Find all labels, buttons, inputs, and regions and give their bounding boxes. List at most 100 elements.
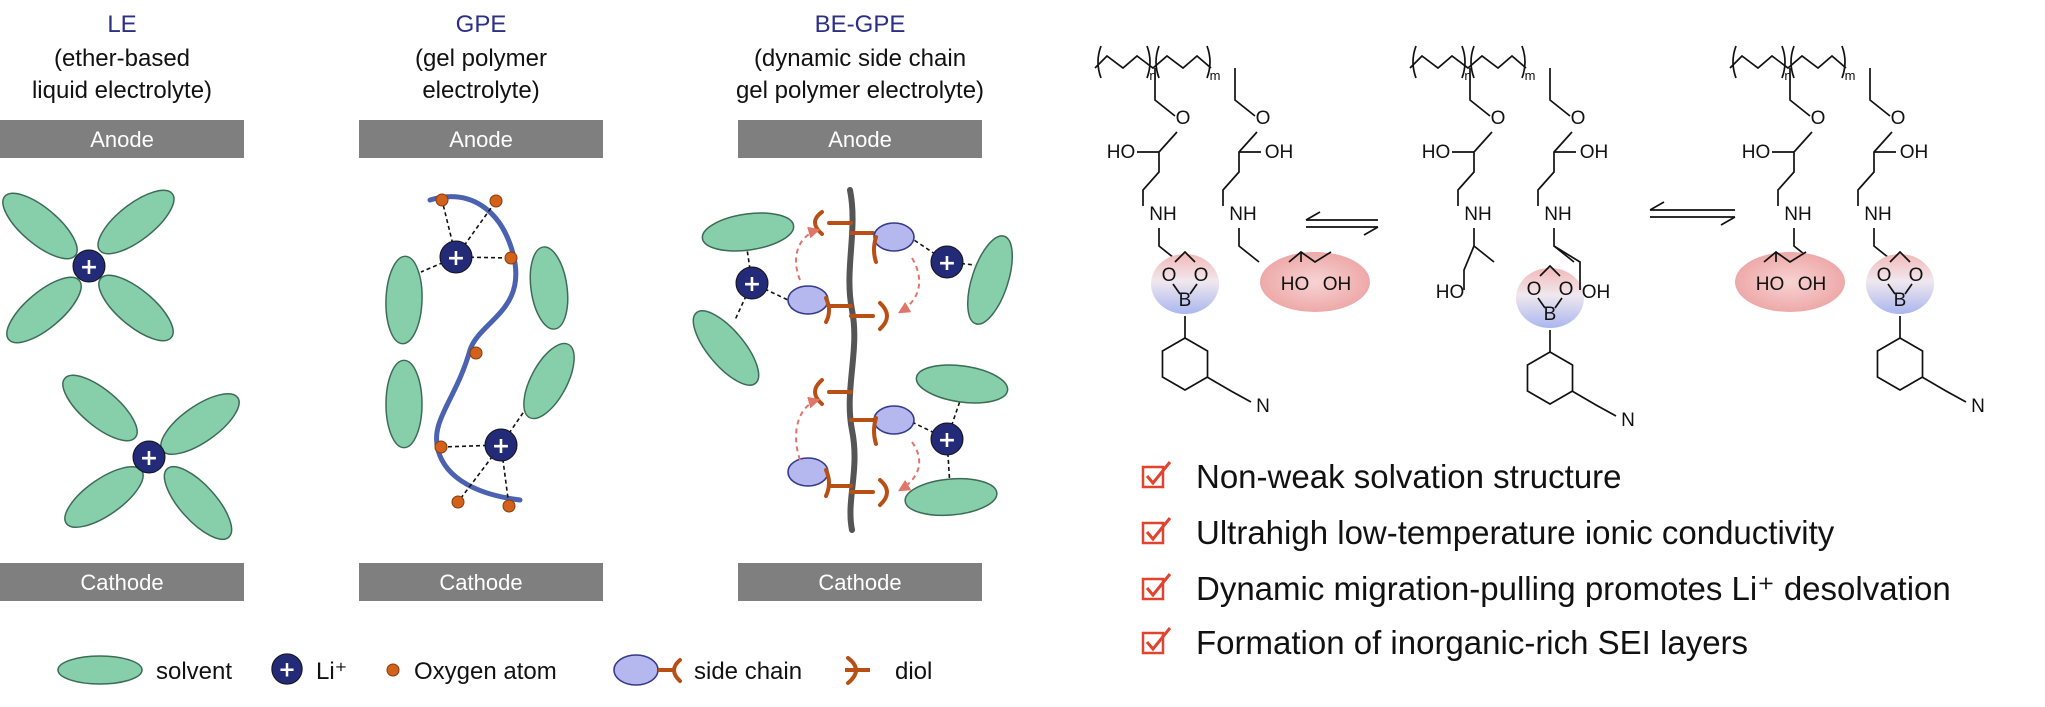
le-cluster-bottom: [52, 363, 249, 550]
repeat-m-label: m: [1525, 68, 1536, 83]
hydroxyl-label: OH: [1798, 274, 1827, 295]
oxygen-label: O: [1571, 108, 1586, 129]
ring-oxygen-label: O: [1527, 279, 1542, 300]
column-le-title: LE: [107, 11, 136, 38]
lithium-ion-icon: [439, 240, 473, 274]
repeat-n-label: n: [1149, 68, 1156, 83]
le-anode-bar: Anode: [0, 120, 244, 158]
benefit-list: Non-weak solvation structure Ultrahigh l…: [1141, 458, 1951, 661]
column-begpe-title: BE-GPE: [815, 11, 906, 38]
gpe-cathode-label: Cathode: [439, 570, 522, 595]
column-begpe-subtitle-line1: (dynamic side chain: [754, 45, 966, 72]
gpe-anode-bar: Anode: [359, 120, 603, 158]
amine-label: NH: [1864, 204, 1891, 225]
lithium-ion-icon: [484, 428, 518, 462]
begpe-anode-label: Anode: [828, 127, 892, 152]
le-cathode-label: Cathode: [80, 570, 163, 595]
legend-oxygen-label: Oxygen atom: [414, 658, 557, 685]
benefit-item: Formation of inorganic-rich SEI layers: [1141, 624, 1748, 661]
repeat-n-label: n: [1464, 68, 1471, 83]
column-begpe-header: BE-GPE (dynamic side chain gel polymer e…: [736, 11, 984, 104]
le-cluster-top: [0, 178, 185, 355]
legend-solvent: solvent: [57, 655, 232, 685]
hydroxyl-label: HO: [1107, 142, 1136, 163]
hydroxyl-label: OH: [1900, 142, 1929, 163]
amine-label: NH: [1149, 204, 1176, 225]
begpe-cathode-label: Cathode: [818, 570, 901, 595]
ring-oxygen-label: O: [1877, 265, 1892, 286]
boron-label: B: [1544, 304, 1557, 325]
repeat-m-label: m: [1845, 68, 1856, 83]
legend-li: Li⁺: [271, 653, 347, 685]
check-box-icon: [1141, 517, 1172, 545]
begpe-cathode-bar: Cathode: [738, 563, 982, 601]
legend-solvent-label: solvent: [156, 658, 232, 685]
column-gpe-title: GPE: [456, 11, 507, 38]
lithium-ion-icon: [72, 249, 106, 283]
column-gpe-subtitle-line2: electrolyte): [422, 77, 539, 104]
repeat-m-label: m: [1210, 68, 1221, 83]
hydroxyl-label: OH: [1265, 142, 1294, 163]
hydroxyl-label: HO: [1436, 282, 1465, 303]
ring-oxygen-label: O: [1162, 265, 1177, 286]
le-anode-label: Anode: [90, 127, 154, 152]
gpe-polymer-chain: [383, 193, 586, 513]
oxygen-label: O: [1891, 108, 1906, 129]
legend: solvent Li⁺ Oxygen atom side chain diol: [57, 653, 932, 686]
hydroxyl-label: HO: [1281, 274, 1310, 295]
column-le-header: LE (ether-based liquid electrolyte): [32, 11, 212, 104]
legend-side-chain-label: side chain: [694, 658, 802, 685]
le-cathode-bar: Cathode: [0, 563, 244, 601]
check-box-icon: [1141, 461, 1172, 489]
legend-side-chain: side chain: [613, 654, 802, 686]
equilibrium-arrows-icon: [1305, 211, 1379, 236]
nitrogen-label: N: [1256, 396, 1270, 417]
amine-label: NH: [1464, 204, 1491, 225]
amine-label: NH: [1544, 204, 1571, 225]
hydroxyl-label: OH: [1582, 282, 1611, 303]
boron-label: B: [1179, 290, 1192, 311]
ring-oxygen-label: O: [1194, 265, 1209, 286]
legend-oxygen: Oxygen atom: [386, 658, 557, 685]
benefit-text: Non-weak solvation structure: [1196, 458, 1622, 495]
legend-diol: diol: [845, 656, 932, 685]
benefit-text: Formation of inorganic-rich SEI layers: [1196, 624, 1748, 661]
benefit-item: Non-weak solvation structure: [1141, 458, 1622, 495]
legend-diol-label: diol: [895, 658, 932, 685]
boron-label: B: [1894, 290, 1907, 311]
begpe-scene: [681, 187, 1023, 533]
column-gpe-header: GPE (gel polymer electrolyte): [415, 11, 547, 104]
oxygen-label: O: [1491, 108, 1506, 129]
hydroxyl-label: OH: [1580, 142, 1609, 163]
benefit-text: Ultrahigh low-temperature ionic conducti…: [1196, 514, 1835, 551]
check-box-icon: [1141, 573, 1172, 601]
nitrogen-label: N: [1971, 396, 1985, 417]
lithium-ion-icon: [930, 422, 964, 456]
hydroxyl-label: OH: [1323, 274, 1352, 295]
lithium-ion-icon: [930, 245, 964, 279]
benefit-item: Dynamic migration-pulling promotes Li⁺ d…: [1141, 570, 1951, 607]
lithium-ion-icon: [735, 266, 769, 300]
oxygen-label: O: [1176, 108, 1191, 129]
nitrogen-label: N: [1621, 410, 1635, 431]
gpe-cathode-bar: Cathode: [359, 563, 603, 601]
ring-oxygen-label: O: [1909, 265, 1924, 286]
column-begpe-subtitle-line2: gel polymer electrolyte): [736, 77, 984, 104]
ring-oxygen-label: O: [1559, 279, 1574, 300]
oxygen-label: O: [1811, 108, 1826, 129]
hydroxyl-label: HO: [1756, 274, 1785, 295]
legend-li-label: Li⁺: [316, 658, 347, 685]
column-le-subtitle-line2: liquid electrolyte): [32, 77, 212, 104]
gpe-anode-label: Anode: [449, 127, 513, 152]
column-le-subtitle-line1: (ether-based: [54, 45, 190, 72]
amine-label: NH: [1229, 204, 1256, 225]
column-gpe-subtitle-line1: (gel polymer: [415, 45, 547, 72]
lithium-ion-icon: [132, 440, 166, 474]
benefit-text: Dynamic migration-pulling promotes Li⁺ d…: [1196, 570, 1951, 607]
oxygen-label: O: [1256, 108, 1271, 129]
